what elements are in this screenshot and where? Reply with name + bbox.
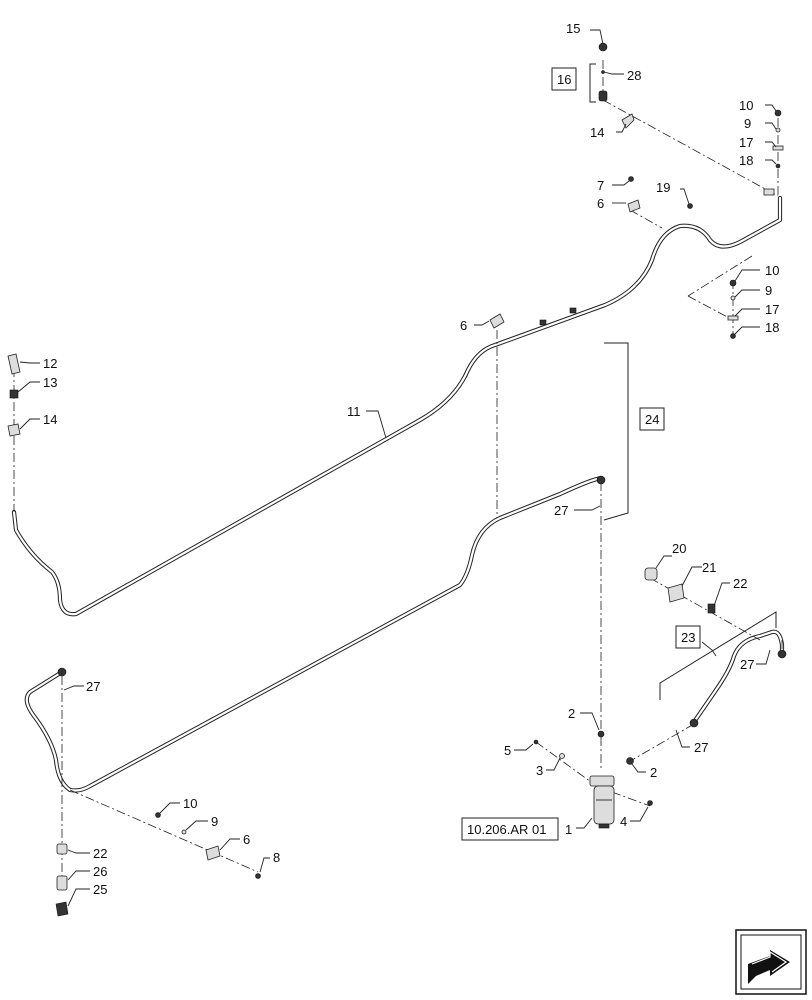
callout-6-b: 6 — [460, 318, 467, 333]
callout-14-top: 14 — [590, 125, 604, 140]
callout-28: 28 — [627, 68, 641, 83]
callout-26: 26 — [93, 864, 107, 879]
callout-27-a: 27 — [554, 503, 568, 518]
part-9-top — [775, 127, 781, 133]
callout-14-left: 14 — [43, 412, 57, 427]
callout-24-box — [639, 407, 665, 431]
reference-box — [461, 817, 559, 841]
callout-10-top: 10 — [739, 98, 753, 113]
reference-label: 10.206.AR 01 — [467, 822, 547, 837]
callout-27-d: 27 — [694, 740, 708, 755]
callout-18-mid: 18 — [765, 320, 779, 335]
callout-13: 13 — [43, 375, 57, 390]
callout-22-left: 22 — [93, 846, 107, 861]
callout-10-low: 10 — [183, 796, 197, 811]
callout-16-box — [551, 67, 577, 91]
callout-1: 1 — [565, 822, 572, 837]
part-2-right — [626, 757, 634, 765]
parts — [7, 42, 787, 917]
callout-15: 15 — [566, 21, 580, 36]
callout-2-b: 2 — [650, 765, 657, 780]
tube-11 — [11, 195, 783, 617]
part-9-mid — [730, 295, 736, 301]
part-8 — [255, 873, 261, 879]
part-1-fuel-filter — [589, 775, 615, 829]
part-10-low — [155, 812, 161, 818]
part-12-elbow — [7, 353, 21, 375]
part-20 — [644, 567, 658, 581]
part-2-upper — [597, 730, 605, 738]
part-4 — [647, 800, 653, 806]
part-14-clip-left — [7, 423, 21, 437]
leaders — [17, 29, 777, 907]
part-18-top — [775, 163, 781, 169]
callout-5: 5 — [504, 743, 511, 758]
part-6-clip-b — [489, 313, 505, 329]
callout-3: 3 — [536, 763, 543, 778]
part-21 — [667, 583, 685, 603]
callout-23-box — [675, 625, 701, 649]
tube-lower — [24, 475, 604, 793]
part-16-fitting — [598, 90, 608, 102]
brackets — [589, 63, 777, 700]
part-15 — [598, 42, 608, 52]
callout-24: 24 — [645, 412, 659, 427]
callout-19: 19 — [656, 180, 670, 195]
part-26 — [56, 875, 68, 891]
part-27-tube23-end — [689, 718, 699, 728]
callout-27-b: 27 — [740, 657, 754, 672]
part-14-clip-top — [621, 113, 635, 129]
part-19 — [687, 203, 693, 209]
part-3 — [559, 753, 565, 759]
callout-20: 20 — [672, 541, 686, 556]
callout-6-a: 6 — [597, 196, 604, 211]
next-page-arrow-icon[interactable] — [735, 929, 807, 995]
part-22-left — [56, 843, 68, 855]
callout-12: 12 — [43, 356, 57, 371]
callout-labels: 15 28 16 14 10 9 17 18 7 19 6 10 9 17 18… — [43, 21, 779, 897]
part-13-nut — [9, 389, 19, 399]
part-6-clip-low — [205, 845, 221, 861]
part-18-clip — [763, 188, 775, 196]
callout-2-a: 2 — [568, 706, 575, 721]
callout-9-top: 9 — [744, 116, 751, 131]
callout-21: 21 — [702, 560, 716, 575]
part-6-clip-a — [627, 199, 641, 213]
part-10-top — [774, 109, 782, 117]
callout-7: 7 — [597, 178, 604, 193]
callout-22-right: 22 — [733, 576, 747, 591]
callout-8: 8 — [273, 850, 280, 865]
part-22-right — [707, 603, 716, 614]
part-27-end-b — [57, 667, 67, 677]
part-17-mid — [727, 315, 739, 321]
part-27-end-a — [596, 475, 606, 485]
callout-18-top: 18 — [739, 153, 753, 168]
tube-23 — [691, 629, 785, 725]
callout-11: 11 — [347, 404, 361, 419]
part-7 — [628, 176, 634, 182]
callout-27-c: 27 — [86, 679, 100, 694]
callout-9-low: 9 — [211, 814, 218, 829]
tube-clip-1 — [569, 307, 577, 314]
callout-17-mid: 17 — [765, 302, 779, 317]
part-25 — [55, 901, 69, 917]
callout-23: 23 — [681, 630, 695, 645]
callout-6-c: 6 — [243, 832, 250, 847]
callout-9-mid: 9 — [765, 283, 772, 298]
part-9-low — [181, 829, 187, 835]
callout-10-mid: 10 — [765, 263, 779, 278]
callout-25: 25 — [93, 882, 107, 897]
tube-clip-2 — [539, 319, 547, 326]
callout-16: 16 — [557, 72, 571, 87]
part-5 — [533, 739, 539, 745]
callout-17-top: 17 — [739, 135, 753, 150]
callout-4: 4 — [620, 814, 627, 829]
part-17-top — [772, 145, 784, 151]
part-18-mid — [730, 333, 736, 339]
part-23-end — [777, 649, 787, 659]
part-10-mid — [729, 279, 737, 287]
